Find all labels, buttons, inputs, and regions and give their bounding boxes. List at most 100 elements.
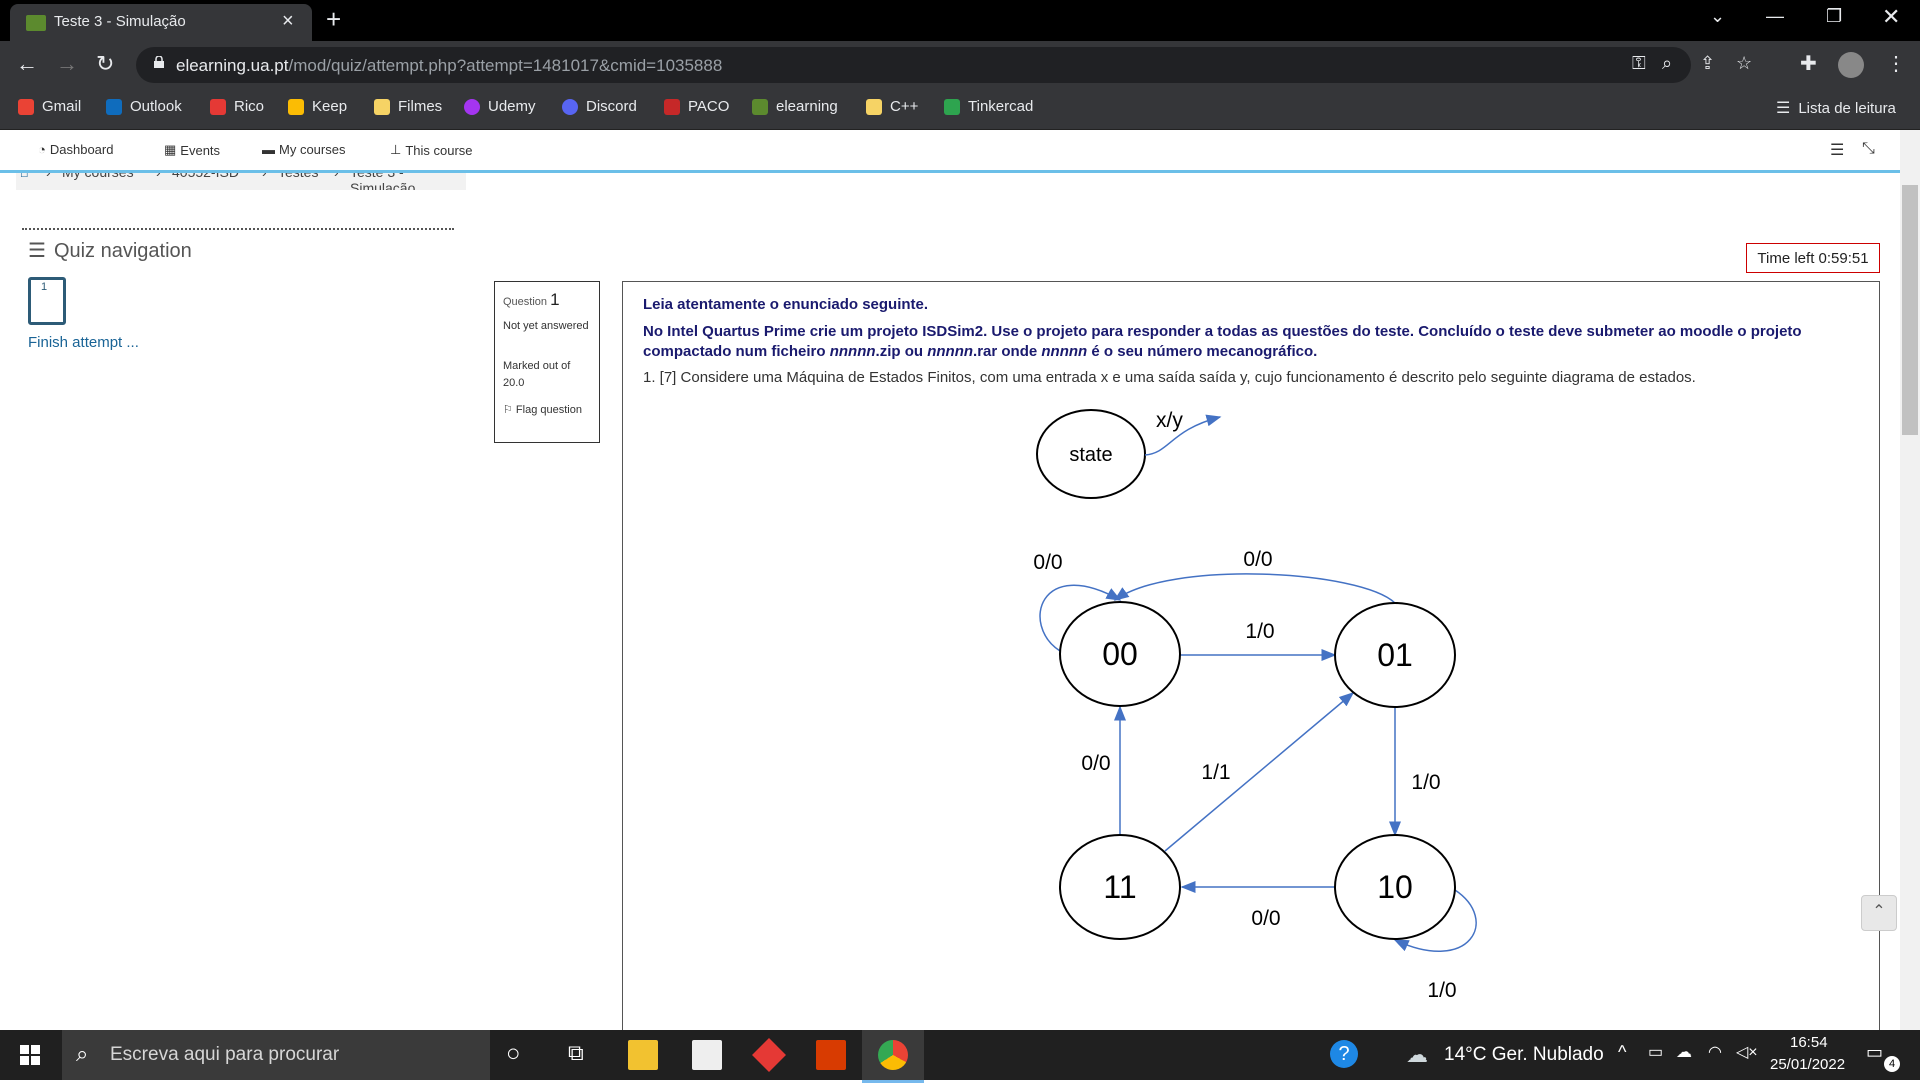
keep-icon [288, 98, 304, 115]
cortana-icon[interactable]: ○ [506, 1040, 521, 1067]
task-view-icon[interactable]: ⧉ [568, 1040, 584, 1065]
label-00-self: 0/0 [1033, 551, 1062, 574]
label-00-to-01: 1/0 [1245, 620, 1274, 643]
discord-icon [562, 98, 578, 115]
state-00 [1059, 601, 1181, 707]
state-00-label: 00 [1102, 636, 1138, 672]
tinkercad-icon [944, 98, 960, 115]
extensions-icon[interactable]: ✚ [1800, 53, 1817, 75]
taskbar: ⌕ Escreva aqui para procurar ○ ⧉ ? ☁ 14°… [0, 1030, 1920, 1083]
zoom-icon[interactable]: ⌕ [1662, 53, 1673, 73]
close-window-icon[interactable]: ✕ [1882, 4, 1901, 29]
forward-icon[interactable]: → [56, 51, 78, 76]
weather[interactable]: 14°C Ger. Nublado [1444, 1044, 1604, 1065]
flag-question[interactable]: ⚐ Flag question [503, 404, 582, 416]
restore-icon[interactable]: ❐ [1826, 6, 1843, 26]
notifications-icon[interactable]: ▭ [1866, 1042, 1884, 1062]
profile-avatar[interactable] [1838, 52, 1864, 78]
state-01-label: 01 [1377, 637, 1413, 673]
bookmark-paco[interactable]: PACO [664, 98, 729, 115]
bookmark-udemy[interactable]: Udemy [464, 98, 536, 115]
state-10 [1334, 834, 1456, 940]
flag-icon: ⚐ [503, 404, 516, 416]
hamburger-icon[interactable]: ☰ [28, 240, 46, 262]
office-icon[interactable] [816, 1040, 846, 1070]
bookmark-tinkercad[interactable]: Tinkercad [944, 98, 1033, 115]
bookmark-elearning[interactable]: elearning [752, 98, 838, 115]
browser-tab[interactable]: Teste 3 - Simulação × [10, 4, 312, 41]
quiz-navigation-title: ☰Quiz navigation [28, 240, 192, 262]
label-10-to-11: 0/0 [1251, 907, 1280, 930]
show-hidden-icons-icon[interactable]: ^ [1618, 1042, 1627, 1062]
tab-title: Teste 3 - Simulação [54, 13, 186, 30]
label-01-to-00: 0/0 [1243, 548, 1272, 571]
bookmark-cpp[interactable]: C++ [866, 98, 918, 115]
minimize-icon[interactable]: — [1766, 6, 1784, 26]
elearning-icon [752, 98, 768, 115]
bookmark-outlook[interactable]: Outlook [106, 98, 182, 115]
nav-dashboard[interactable]: ◔Dashboard [38, 142, 114, 157]
meet-icon[interactable]: ▭ [1648, 1044, 1664, 1061]
tab-search-icon[interactable]: ⌄ [1710, 6, 1726, 26]
question-info: Question 1 Not yet answered Marked out o… [494, 281, 600, 443]
bookmark-filmes[interactable]: Filmes [374, 98, 442, 115]
clock-date[interactable]: 25/01/2022 [1770, 1056, 1846, 1073]
quiz-nav-question-button[interactable] [28, 277, 66, 325]
address-bar[interactable]: elearning.ua.pt/mod/quiz/attempt.php?att… [136, 47, 1752, 83]
volume-muted-icon[interactable]: ◁× [1736, 1044, 1758, 1061]
briefcase-icon: ▬ [262, 142, 275, 157]
nav-this-course[interactable]: ⊥This course [390, 142, 473, 158]
git-app-icon[interactable] [752, 1038, 786, 1072]
reading-list-icon: ☰ [1776, 100, 1791, 117]
transition-01-to-00 [1113, 573, 1396, 604]
calendar-icon: ▦ [164, 142, 177, 157]
back-icon[interactable]: ← [16, 51, 38, 76]
label-11-to-01: 1/1 [1201, 761, 1230, 784]
store-icon[interactable] [692, 1040, 722, 1070]
onedrive-icon[interactable]: ☁ [1676, 1044, 1692, 1061]
state-diagram: state x/y 00 01 11 10 0/0 0/0 1/0 0/0 1/… [1033, 409, 1477, 1002]
reload-icon[interactable]: ↻ [96, 51, 115, 76]
star-icon[interactable]: ☆ [1736, 53, 1753, 73]
new-tab-icon[interactable]: + [326, 4, 342, 34]
collapse-icon[interactable]: ⤡ [1862, 140, 1875, 157]
close-tab-icon[interactable]: × [282, 10, 294, 32]
url-text: elearning.ua.pt/mod/quiz/attempt.php?att… [176, 56, 723, 75]
state-10-label: 10 [1377, 869, 1413, 905]
label-10-self: 1/0 [1427, 979, 1456, 1002]
wifi-icon[interactable]: ◠ [1708, 1044, 1722, 1061]
question-status: Not yet answered [503, 320, 589, 332]
finish-attempt-link[interactable]: Finish attempt ... [28, 334, 139, 351]
clock-time[interactable]: 16:54 [1790, 1034, 1828, 1051]
list-icon[interactable]: ☰ [1830, 142, 1845, 159]
marked-value: 20.0 [503, 377, 525, 389]
chrome-taskbar-item[interactable] [862, 1030, 924, 1083]
paco-icon [664, 98, 680, 115]
bookmark-discord[interactable]: Discord [562, 98, 637, 115]
state-11 [1059, 834, 1181, 940]
divider [22, 228, 454, 230]
sitemap-icon: ⊥ [390, 142, 402, 157]
bookmark-gmail[interactable]: Gmail [18, 98, 81, 115]
lock-icon [154, 56, 164, 68]
share-icon[interactable]: ⇪ [1700, 53, 1716, 73]
menu-icon[interactable]: ⋮ [1886, 53, 1906, 75]
bookmarks-bar: Gmail Outlook Rico Keep Filmes Udemy Dis… [0, 90, 1920, 130]
transition-00-self [1039, 584, 1122, 652]
browser-toolbar: ← → ↻ elearning.ua.pt/mod/quiz/attempt.p… [0, 41, 1920, 90]
nav-my-courses[interactable]: ▬My courses [262, 142, 346, 157]
key-icon[interactable]: ⚿ [1632, 53, 1646, 73]
nav-events[interactable]: ▦Events [164, 142, 221, 158]
scrollbar-thumb[interactable] [1902, 185, 1918, 435]
rico-icon [210, 98, 226, 115]
file-explorer-icon[interactable] [628, 1040, 658, 1070]
back-to-top-button[interactable]: ⌃ [1861, 895, 1897, 931]
state-11-label: 11 [1103, 869, 1136, 905]
help-icon[interactable]: ? [1330, 1040, 1358, 1068]
bookmark-rico[interactable]: Rico [210, 98, 264, 115]
windows-start-icon[interactable] [20, 1045, 40, 1065]
taskbar-search[interactable]: ⌕ Escreva aqui para procurar [62, 1030, 490, 1080]
notification-count: 4 [1884, 1056, 1900, 1072]
reading-list[interactable]: ☰Lista de leitura [1776, 99, 1896, 118]
bookmark-keep[interactable]: Keep [288, 98, 347, 115]
